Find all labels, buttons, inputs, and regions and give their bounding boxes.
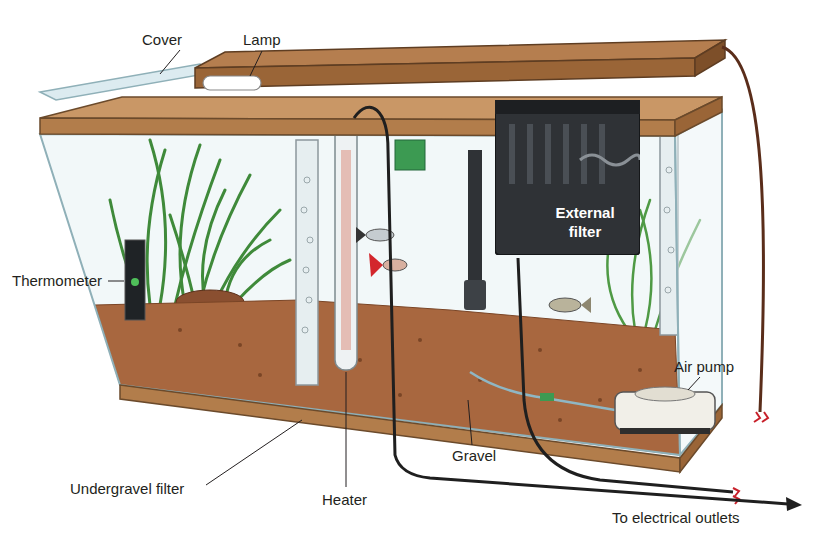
filter-housing [495,100,640,255]
lift-tube [296,140,318,385]
lamp-tube [203,76,261,90]
base-front [120,385,680,472]
cover-glass [40,64,216,100]
filter-slat [599,124,605,184]
filter-shape [495,100,640,255]
filter-slat [581,124,587,184]
filter-label: External filter [542,203,628,241]
part-label: Cover [142,31,182,48]
plug [754,412,768,422]
arrowhead [786,497,802,511]
filter-intake [468,150,482,300]
filter-body: External filter [495,100,640,255]
filter-slat [545,124,551,184]
bubbles [301,177,313,333]
thermometer [125,240,145,320]
heater-coil [341,150,351,350]
bubbles [664,167,674,293]
hood-front [195,58,695,88]
filter-media [580,155,640,165]
filter-cord [518,258,733,492]
heater [335,125,357,370]
pump-lid [635,387,695,401]
plants [110,140,290,305]
lamp-cord [722,47,764,412]
clip [395,140,425,170]
intake-strainer [464,280,486,310]
part-label: Heater [322,491,367,508]
filter-lid [495,100,640,114]
hood-end [695,40,725,76]
filter-slat [527,124,533,184]
frame-end [675,97,722,136]
filter-slat [509,124,515,184]
air-valve [540,393,554,401]
thermometer-reading [131,278,139,286]
part-label: Gravel [452,447,496,464]
leader-lines [108,50,700,487]
outlet-label: To electrical outlets [612,509,740,526]
pump-foot [620,428,710,434]
part-label: Undergravel filter [70,480,184,497]
air-line [470,372,615,410]
part-label: Thermometer [12,272,102,289]
filter-slat [563,124,569,184]
part-label: Lamp [243,31,281,48]
part-label: Air pump [674,358,734,375]
